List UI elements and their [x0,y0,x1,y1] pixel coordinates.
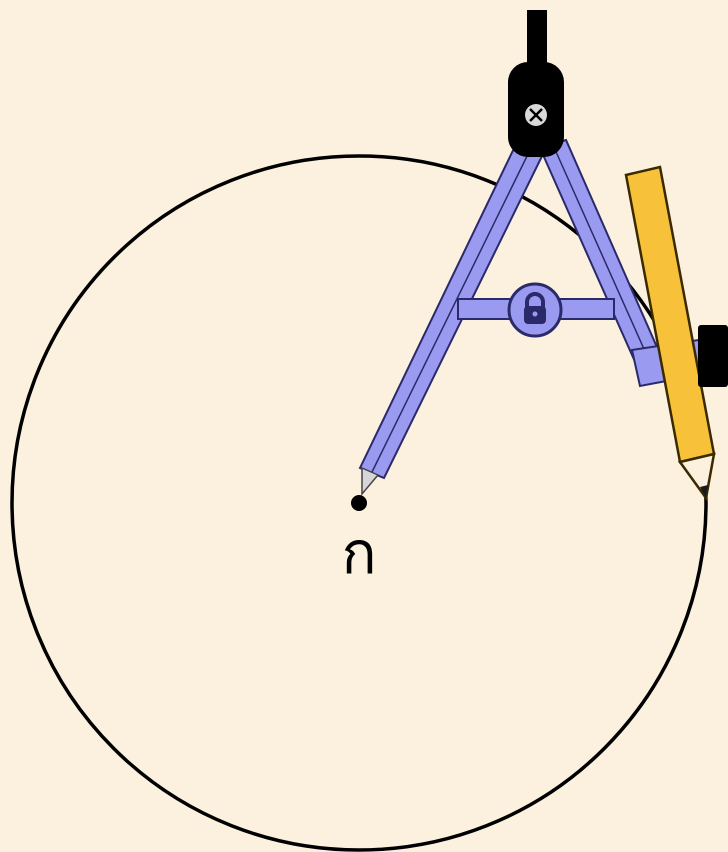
compass-hinge [508,62,564,157]
padlock-icon [524,292,546,324]
clamp-knob [716,338,728,368]
center-point-label: ก [341,519,376,587]
x-screw-icon [525,104,547,126]
center-point [351,495,367,511]
compass-crossbar [457,282,615,338]
pencil [624,165,716,502]
drawn-circle [10,154,708,852]
needle-tip [361,466,380,497]
